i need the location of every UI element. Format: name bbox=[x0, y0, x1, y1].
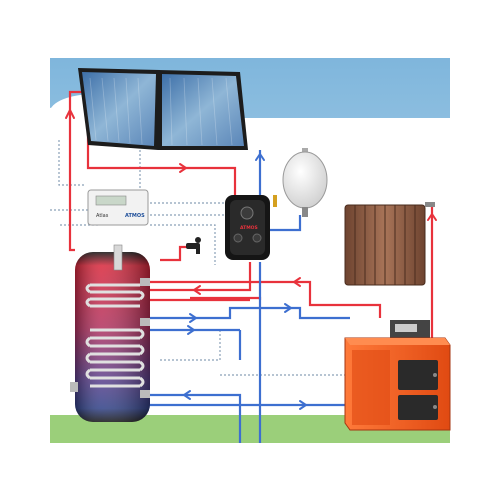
water-tank-icon bbox=[70, 244, 150, 422]
tank-lower-coil bbox=[85, 328, 145, 388]
tank-upper-coil bbox=[85, 283, 145, 308]
radiator-icon bbox=[344, 202, 435, 286]
expansion-tank-icon bbox=[273, 148, 328, 217]
faucet-icon bbox=[186, 237, 201, 254]
controller-icon: Atlas ATMOS bbox=[87, 189, 149, 226]
controller-logo-label: ATMOS bbox=[125, 213, 145, 219]
boiler-icon bbox=[344, 320, 451, 431]
cold-pipes bbox=[145, 150, 360, 443]
controller-brand-label: Atlas bbox=[96, 213, 109, 219]
flow-arrows bbox=[65, 107, 437, 410]
pump-icon: ATMOS bbox=[225, 195, 270, 260]
solar-panel-icon bbox=[78, 68, 248, 150]
pump-station-brand-label: ATMOS bbox=[240, 225, 258, 231]
